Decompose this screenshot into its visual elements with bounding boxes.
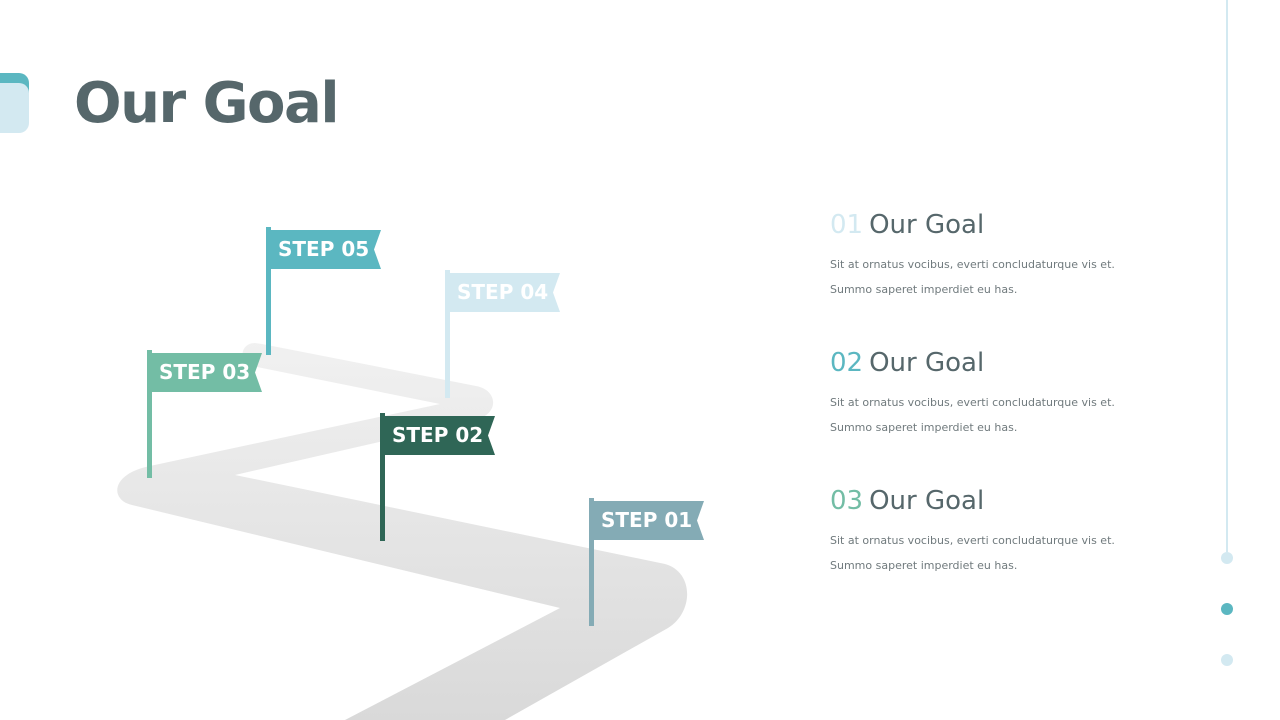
flag-tail-notch — [485, 416, 495, 455]
goal-number: 02 — [830, 348, 864, 378]
goal-title: Our Goal — [869, 486, 985, 516]
goal-number: 01 — [830, 210, 864, 240]
flag-label: STEP 01 — [601, 508, 693, 532]
pagination-dot-1[interactable] — [1221, 552, 1233, 564]
flag-tail-notch — [694, 501, 704, 540]
flag-label: STEP 02 — [392, 423, 484, 447]
flag-tail-notch — [550, 273, 560, 312]
flag-banner: STEP 05 — [271, 230, 381, 269]
goal-number: 03 — [830, 486, 864, 516]
flag-pole — [147, 350, 152, 478]
flag-tail-notch — [252, 353, 262, 392]
flag-tail-notch — [371, 230, 381, 269]
goal-description: Sit at ornatus vocibus, everti concludat… — [830, 396, 1115, 434]
goal-description: Sit at ornatus vocibus, everti concludat… — [830, 534, 1115, 572]
goal-title: Our Goal — [869, 348, 985, 378]
flag-label: STEP 03 — [159, 360, 251, 384]
flag-label: STEP 04 — [457, 280, 549, 304]
flag-banner: STEP 03 — [152, 353, 262, 392]
accent-tab-decoration — [0, 73, 29, 133]
page-title: Our Goal — [74, 71, 340, 136]
pagination-dot-3[interactable] — [1221, 654, 1233, 666]
side-vertical-line — [1226, 0, 1228, 552]
flag-pole — [266, 227, 271, 355]
flag-pole — [589, 498, 594, 626]
flag-pole — [445, 270, 450, 398]
flag-banner: STEP 01 — [594, 501, 704, 540]
goal-title: Our Goal — [869, 210, 985, 240]
pagination-dot-2-active[interactable] — [1221, 603, 1233, 615]
flag-label: STEP 05 — [278, 237, 370, 261]
accent-tab-front — [0, 83, 29, 133]
flag-banner: STEP 04 — [450, 273, 560, 312]
flag-banner: STEP 02 — [385, 416, 495, 455]
goal-description: Sit at ornatus vocibus, everti concludat… — [830, 258, 1115, 296]
flag-pole — [380, 413, 385, 541]
